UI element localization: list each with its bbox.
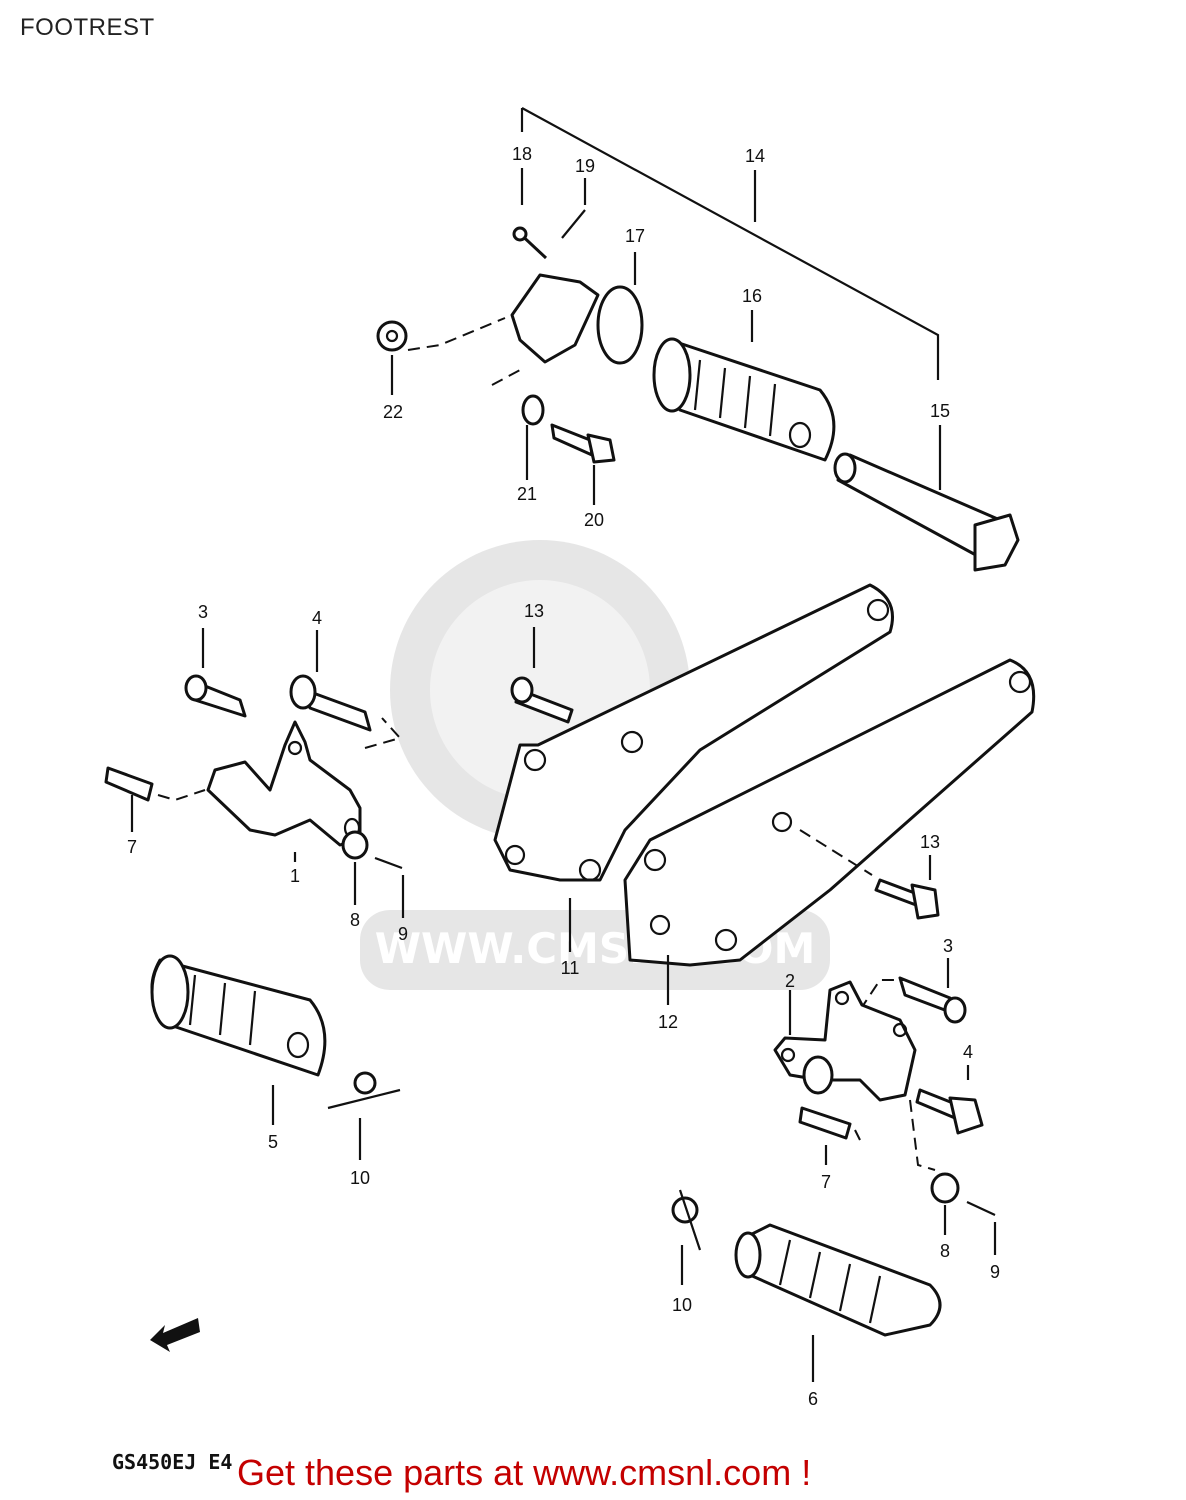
callout-6: 6 bbox=[808, 1389, 818, 1409]
callout-8-left: 8 bbox=[350, 910, 360, 930]
callout-7-right: 7 bbox=[821, 1172, 831, 1192]
callout-10-left: 10 bbox=[350, 1168, 370, 1188]
cotter-pin-19 bbox=[561, 209, 586, 239]
pillion-footrest-assembly bbox=[376, 107, 1020, 572]
callout-16: 16 bbox=[742, 286, 762, 306]
footrest-bracket-2 bbox=[773, 980, 917, 1102]
pin-7-right bbox=[798, 1106, 852, 1140]
footrest-bracket bbox=[510, 273, 600, 364]
footrest-rubber-6 bbox=[734, 1223, 942, 1337]
footrest-brackets-11-12 bbox=[493, 583, 1036, 1005]
cotter-9-right bbox=[966, 1201, 996, 1216]
footrest-rubber-16 bbox=[652, 337, 836, 462]
front-direction-arrow-icon bbox=[150, 1318, 200, 1352]
bracket-11 bbox=[493, 583, 894, 882]
washer-21 bbox=[521, 394, 545, 426]
callout-2: 2 bbox=[785, 971, 795, 991]
callout-9-left: 9 bbox=[398, 924, 408, 944]
pin-7 bbox=[104, 766, 154, 802]
callout-3-left: 3 bbox=[198, 602, 208, 622]
callout-22: 22 bbox=[383, 402, 403, 422]
callout-14: 14 bbox=[745, 146, 765, 166]
callout-3-right: 3 bbox=[943, 936, 953, 956]
callout-13-upper: 13 bbox=[524, 601, 544, 621]
left-footrest-assembly bbox=[104, 628, 405, 1160]
model-code: GS450EJ E4 bbox=[112, 1450, 233, 1474]
bracket-12 bbox=[623, 658, 1036, 967]
footrest-shaft-15 bbox=[833, 452, 1020, 572]
callout-4-left: 4 bbox=[312, 608, 322, 628]
plate-17 bbox=[596, 285, 644, 365]
callout-20: 20 bbox=[584, 510, 604, 530]
right-footrest-assembly bbox=[671, 958, 997, 1382]
callout-15: 15 bbox=[930, 401, 950, 421]
callout-7-left: 7 bbox=[127, 837, 137, 857]
callout-13-lower: 13 bbox=[920, 832, 940, 852]
callout-10-right: 10 bbox=[672, 1295, 692, 1315]
callout-8-right: 8 bbox=[940, 1241, 950, 1261]
buy-parts-link[interactable]: Get these parts at www.cmsnl.com ! bbox=[237, 1452, 812, 1493]
page-title: FOOTREST bbox=[20, 14, 155, 41]
callout-18: 18 bbox=[512, 144, 532, 164]
callout-19: 19 bbox=[575, 156, 595, 176]
callout-5: 5 bbox=[268, 1132, 278, 1152]
spring-10-right bbox=[671, 1189, 702, 1251]
cotter-9 bbox=[374, 856, 403, 870]
callout-11: 11 bbox=[561, 958, 580, 978]
callout-1: 1 bbox=[290, 866, 300, 886]
callout-4-right: 4 bbox=[963, 1042, 973, 1062]
washer-8-right bbox=[930, 1172, 960, 1204]
callout-9-right: 9 bbox=[990, 1262, 1000, 1282]
footrest-bracket-1 bbox=[206, 720, 362, 847]
bolt-20 bbox=[550, 423, 594, 457]
washer-22 bbox=[376, 320, 408, 352]
spring-10 bbox=[327, 1071, 401, 1110]
footrest-rubber-5 bbox=[150, 954, 327, 1077]
callout-17: 17 bbox=[625, 226, 645, 246]
callout-12: 12 bbox=[658, 1012, 678, 1032]
washer-8 bbox=[341, 830, 369, 860]
callout-21: 21 bbox=[517, 484, 537, 504]
